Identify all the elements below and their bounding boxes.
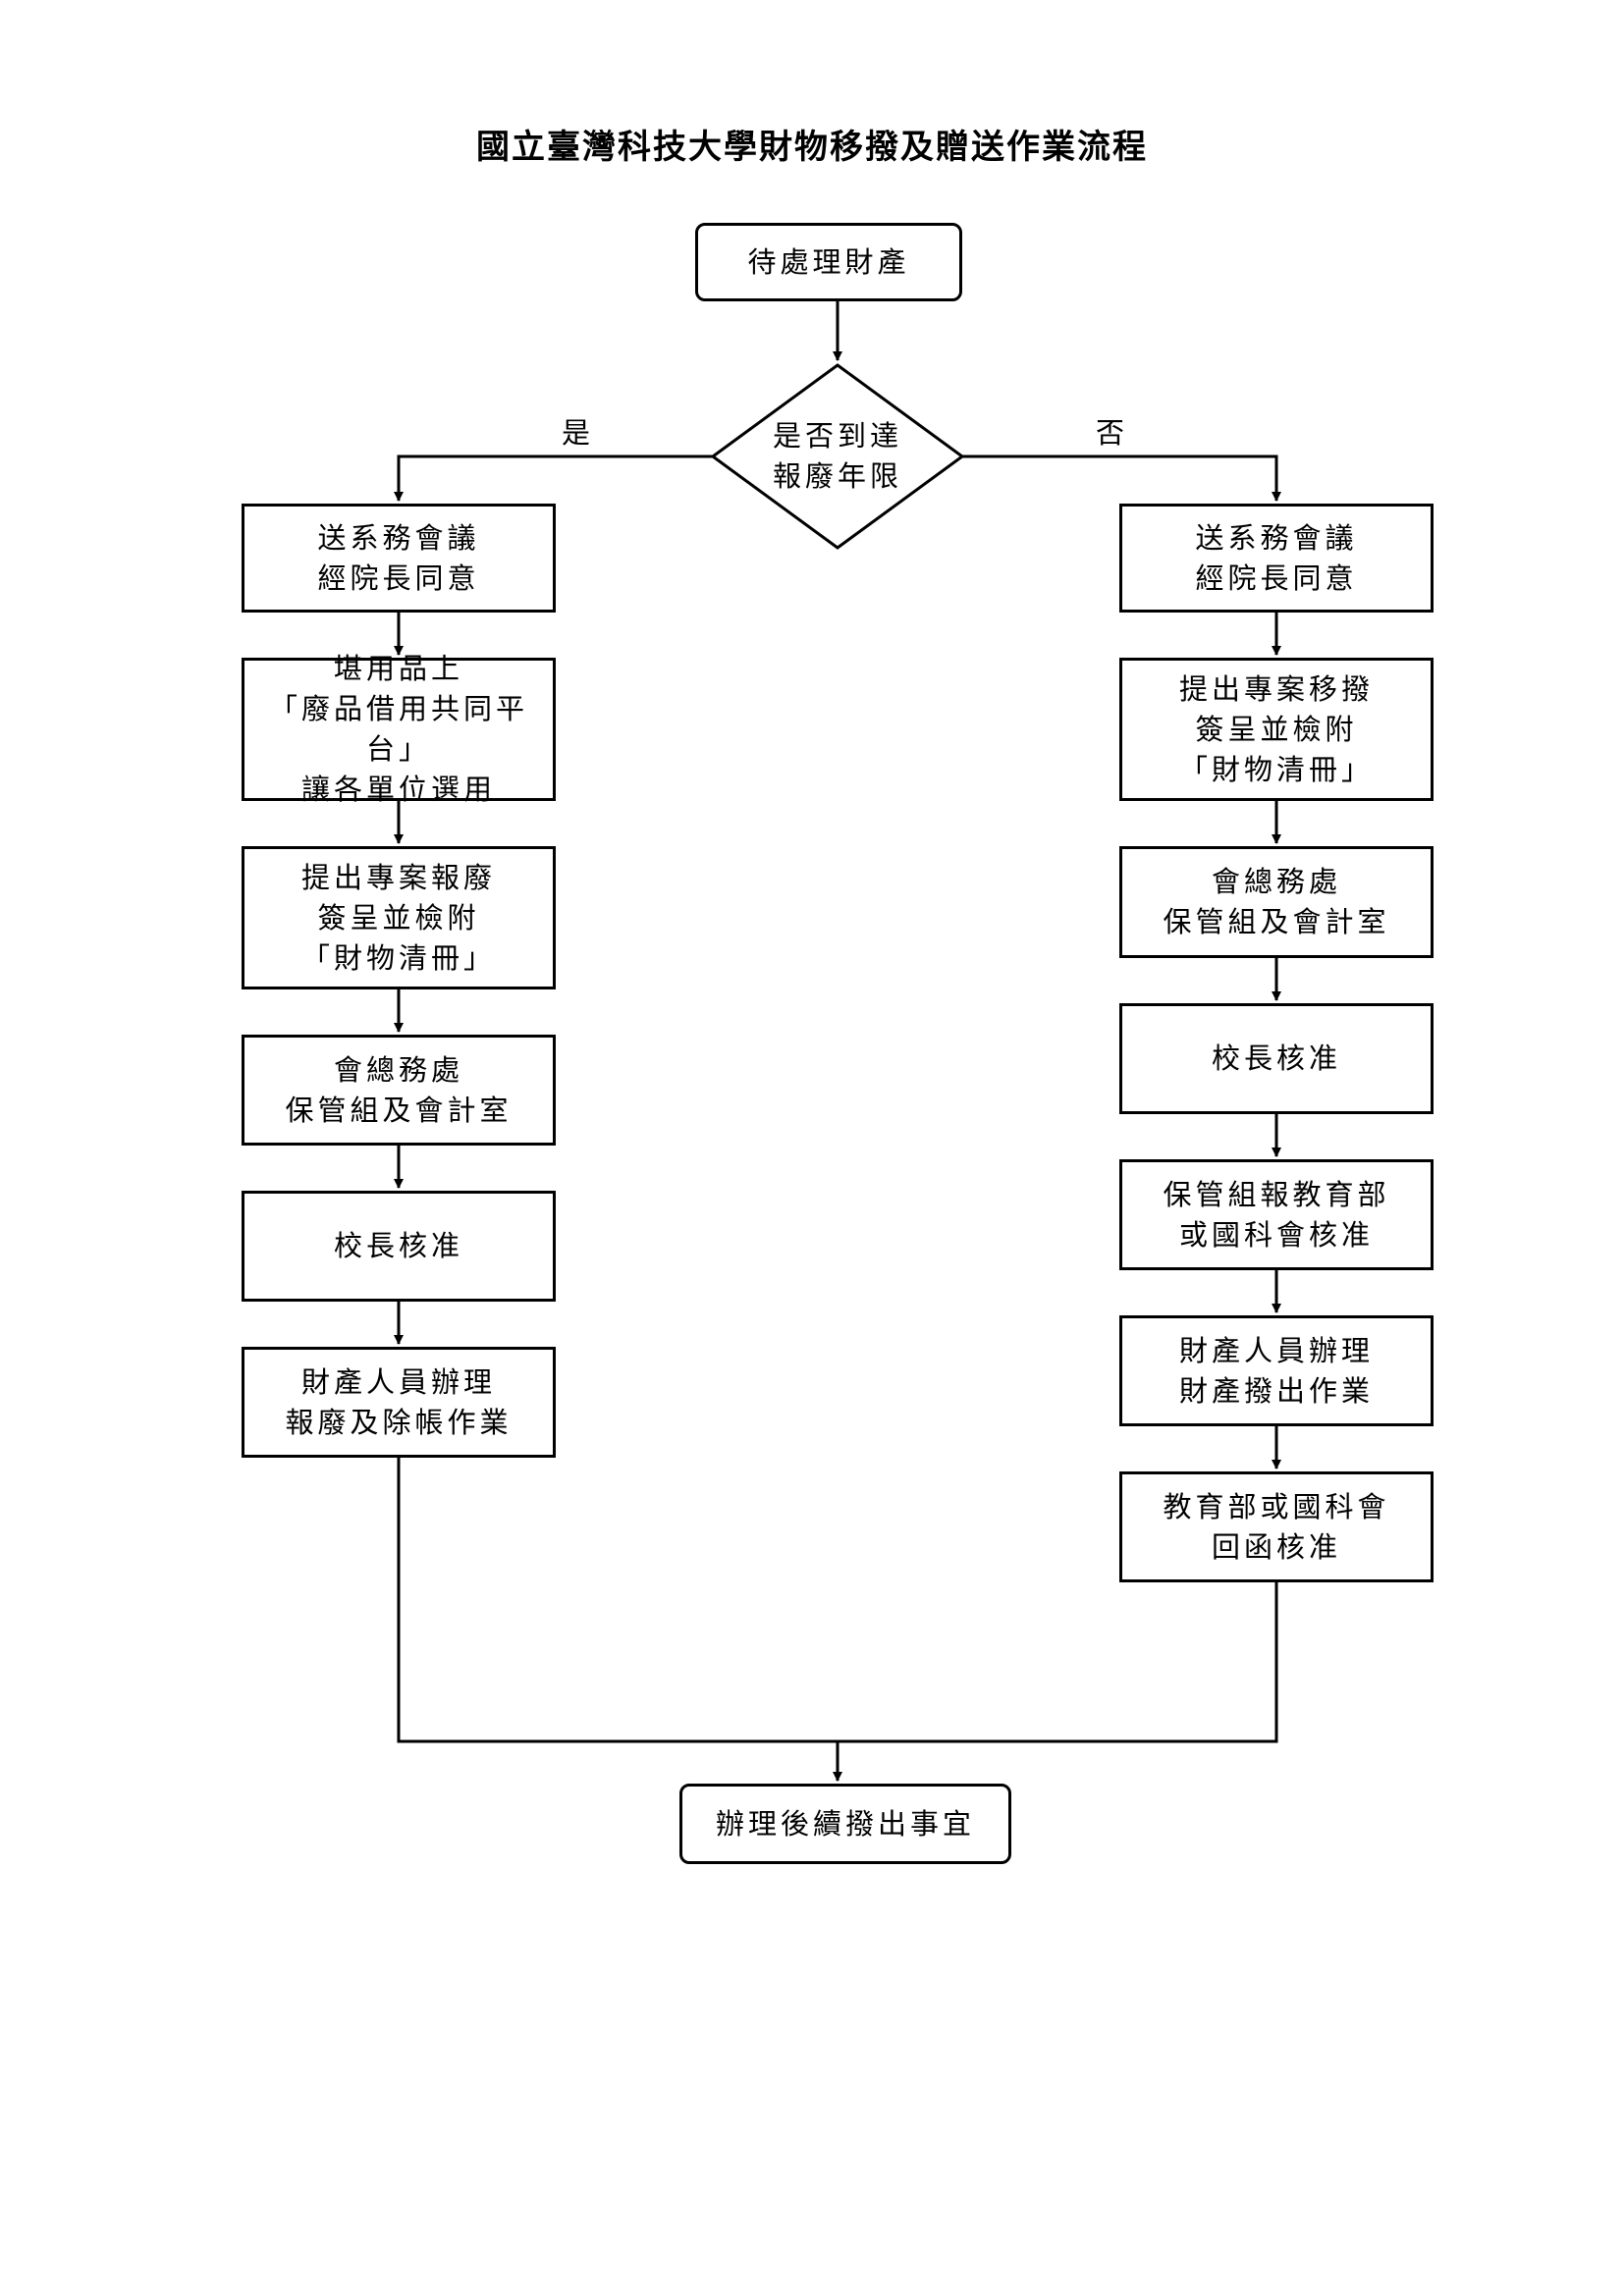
- arrow-no-branch: [962, 454, 1281, 502]
- decision-label: 是否到達 報廢年限: [772, 419, 902, 493]
- left-step-president-approval: 校長核准: [242, 1191, 556, 1302]
- page-title: 國立臺灣科技大學財物移撥及贈送作業流程: [476, 128, 1148, 167]
- right-step-general-affairs: 會總務處 保管組及會計室: [1119, 846, 1434, 958]
- arrow-yes-branch: [394, 454, 713, 502]
- start-node: 待處理財產: [695, 223, 962, 301]
- merge-line-right: [838, 1582, 1278, 1743]
- right-step-president-approval: 校長核准: [1119, 1003, 1434, 1114]
- merge-line-left: [397, 1458, 838, 1743]
- right-step-property-transfer: 財產人員辦理 財產撥出作業: [1119, 1315, 1434, 1426]
- right-step-ministry-reply: 教育部或國科會 回函核准: [1119, 1471, 1434, 1582]
- left-step-dept-meeting: 送系務會議 經院長同意: [242, 504, 556, 613]
- right-step-ministry-report: 保管組報教育部 或國科會核准: [1119, 1159, 1434, 1270]
- left-step-waste-platform: 堪用品上 「廢品借用共同平台」 讓各單位選用: [242, 652, 556, 806]
- right-step-dept-meeting: 送系務會議 經院長同意: [1119, 504, 1434, 613]
- left-step-general-affairs: 會總務處 保管組及會計室: [242, 1035, 556, 1146]
- branch-yes-label: 是: [562, 416, 591, 450]
- decision-diamond: [710, 363, 965, 550]
- end-node: 辦理後續撥出事宜: [679, 1784, 1011, 1864]
- left-step-scrap-proposal: 提出專案報廢 簽呈並檢附 「財物清冊」: [242, 846, 556, 989]
- left-step-property-writeoff: 財產人員辦理 報廢及除帳作業: [242, 1347, 556, 1458]
- right-step-transfer-proposal: 提出專案移撥 簽呈並檢附 「財物清冊」: [1119, 658, 1434, 801]
- branch-no-label: 否: [1096, 416, 1125, 450]
